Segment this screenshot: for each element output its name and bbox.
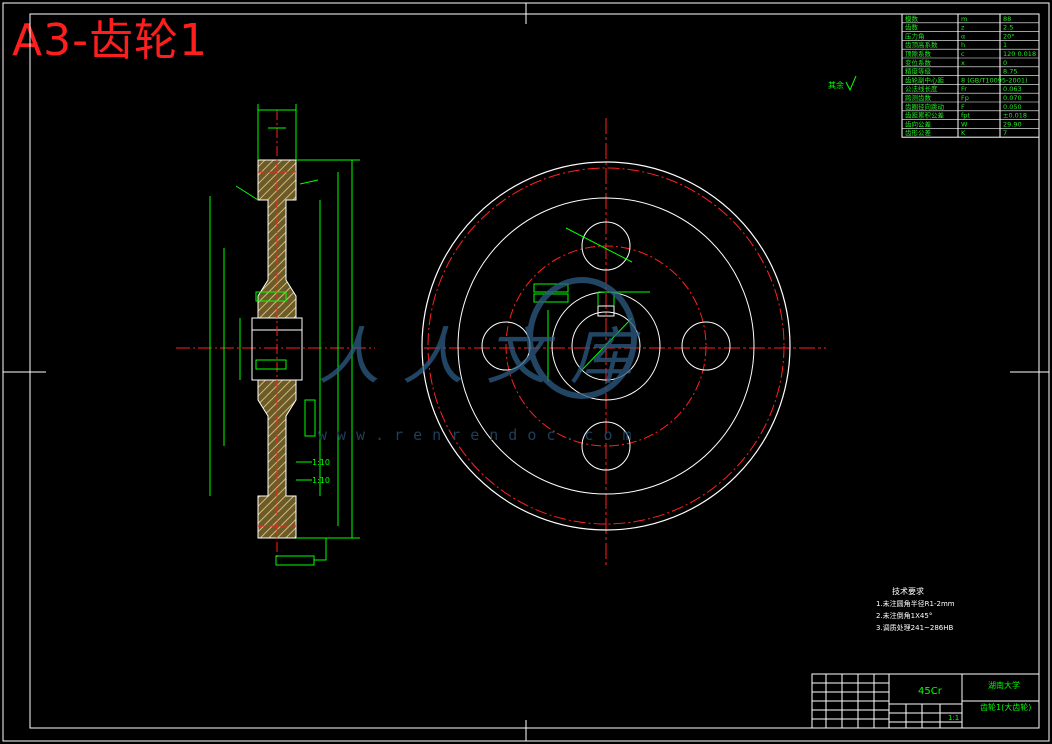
param-name: 齿距累积公差 xyxy=(905,111,945,120)
param-name: 模数 xyxy=(905,14,919,23)
inner-frame xyxy=(29,13,1040,729)
param-name: 齿数 xyxy=(905,23,919,32)
title-grid-mid xyxy=(889,704,962,728)
param-name: 齿顶高系数 xyxy=(905,40,938,49)
param-value: 2.5 xyxy=(1003,24,1013,32)
slope-note-b: 1:10 xyxy=(312,476,330,485)
drawing-title: A3-齿轮1 xyxy=(12,15,208,66)
param-value: 20° xyxy=(1003,32,1015,40)
param-name: 压力角 xyxy=(905,31,925,40)
hole-dim-leader xyxy=(565,227,633,263)
dim-leader-2 xyxy=(299,179,319,185)
keyway xyxy=(597,305,615,317)
tech-req-item-3: 3.调质处理241~286HB xyxy=(876,623,954,632)
watermark-logo: 人人文库 xyxy=(318,277,654,399)
tolerance-frame-3 xyxy=(304,399,316,437)
param-value: 29.90 xyxy=(1003,120,1022,128)
param-name: 顶隙系数 xyxy=(905,49,932,58)
param-symbol: W xyxy=(961,120,968,128)
param-symbol: Fp xyxy=(961,94,969,102)
param-name: 变位系数 xyxy=(905,58,932,67)
param-name: 齿圈径向跳动 xyxy=(905,102,945,111)
param-symbol: h xyxy=(961,41,965,49)
tech-req-item-2: 2.未注倒角1X45° xyxy=(876,611,932,620)
parameter-table: 模数 m 88 齿数 z 2.5 压力角 α 20° 齿顶高系数 h 1 顶隙系数 c 120 0.018 变… xyxy=(901,13,1040,138)
param-value: 7 xyxy=(1003,129,1007,137)
watermark-brand: 人人文库 xyxy=(318,320,654,393)
param-name: 精度等级 xyxy=(905,67,932,76)
param-name: 齿轮副中心距 xyxy=(905,75,945,84)
web-hole-right xyxy=(681,321,731,371)
hole-pitch-circle xyxy=(505,245,707,447)
datum-leader xyxy=(314,538,327,561)
param-symbol: z xyxy=(961,24,965,32)
param-value: 88 xyxy=(1003,15,1011,23)
param-value: 1 xyxy=(1003,41,1007,49)
tolerance-frame-2 xyxy=(255,359,287,370)
param-name: 公法线长度 xyxy=(905,84,938,93)
param-symbol: x xyxy=(961,59,965,67)
section-view: 1:10 1:10 xyxy=(176,104,375,566)
web-hole-bottom xyxy=(581,421,631,471)
param-symbol: F xyxy=(961,103,965,111)
tolerance-frame-1 xyxy=(255,291,287,302)
param-symbol: m xyxy=(961,15,967,23)
scale-label: 1:1 xyxy=(948,714,959,722)
param-value: 0.063 xyxy=(1003,85,1022,93)
param-value: 0.050 xyxy=(1003,103,1022,111)
watermark-url: www.renrendoc.com xyxy=(318,426,642,444)
tech-req-item-1: 1.未注圆角半径R1-2mm xyxy=(876,599,955,608)
roughness-note: 其余 xyxy=(828,80,844,90)
param-symbol: K xyxy=(961,129,966,137)
dim-leader-1 xyxy=(235,185,259,201)
bore-dim-leader xyxy=(579,317,633,373)
school-label: 湖南大学 xyxy=(988,680,1020,690)
front-view xyxy=(421,118,826,566)
param-symbol: Fr xyxy=(961,85,967,93)
addendum-circle xyxy=(421,161,791,531)
param-value: 8.75 xyxy=(1003,68,1017,76)
title-block xyxy=(811,673,1040,729)
bore-circle xyxy=(571,311,641,381)
tolerance-frame-4 xyxy=(275,555,315,566)
title-grid-left xyxy=(812,674,889,728)
slope-note-a: 1:10 xyxy=(312,458,330,467)
param-name: 跨测齿数 xyxy=(905,93,932,102)
param-symbol: 8 (GB/T10095-2001) xyxy=(961,76,1028,84)
pitch-circle xyxy=(427,167,785,525)
param-value: 0.070 xyxy=(1003,94,1022,102)
param-symbol: α xyxy=(961,32,965,40)
param-symbol: fpt xyxy=(961,112,970,120)
param-name: 齿形公差 xyxy=(905,128,932,137)
param-value: 0 xyxy=(1003,59,1007,67)
rim-inner-circle xyxy=(457,197,755,495)
roughness-symbol xyxy=(845,75,857,92)
part-name-label: 齿轮1(大齿轮) xyxy=(980,702,1031,712)
material-label: 45Cr xyxy=(918,686,943,697)
tech-req-heading: 技术要求 xyxy=(892,586,924,596)
param-value: ±0.018 xyxy=(1003,112,1027,120)
param-name: 齿向公差 xyxy=(905,119,932,128)
param-symbol: c xyxy=(961,50,965,58)
web-hole-top xyxy=(581,221,631,271)
param-value: 120 0.018 xyxy=(1003,50,1036,58)
